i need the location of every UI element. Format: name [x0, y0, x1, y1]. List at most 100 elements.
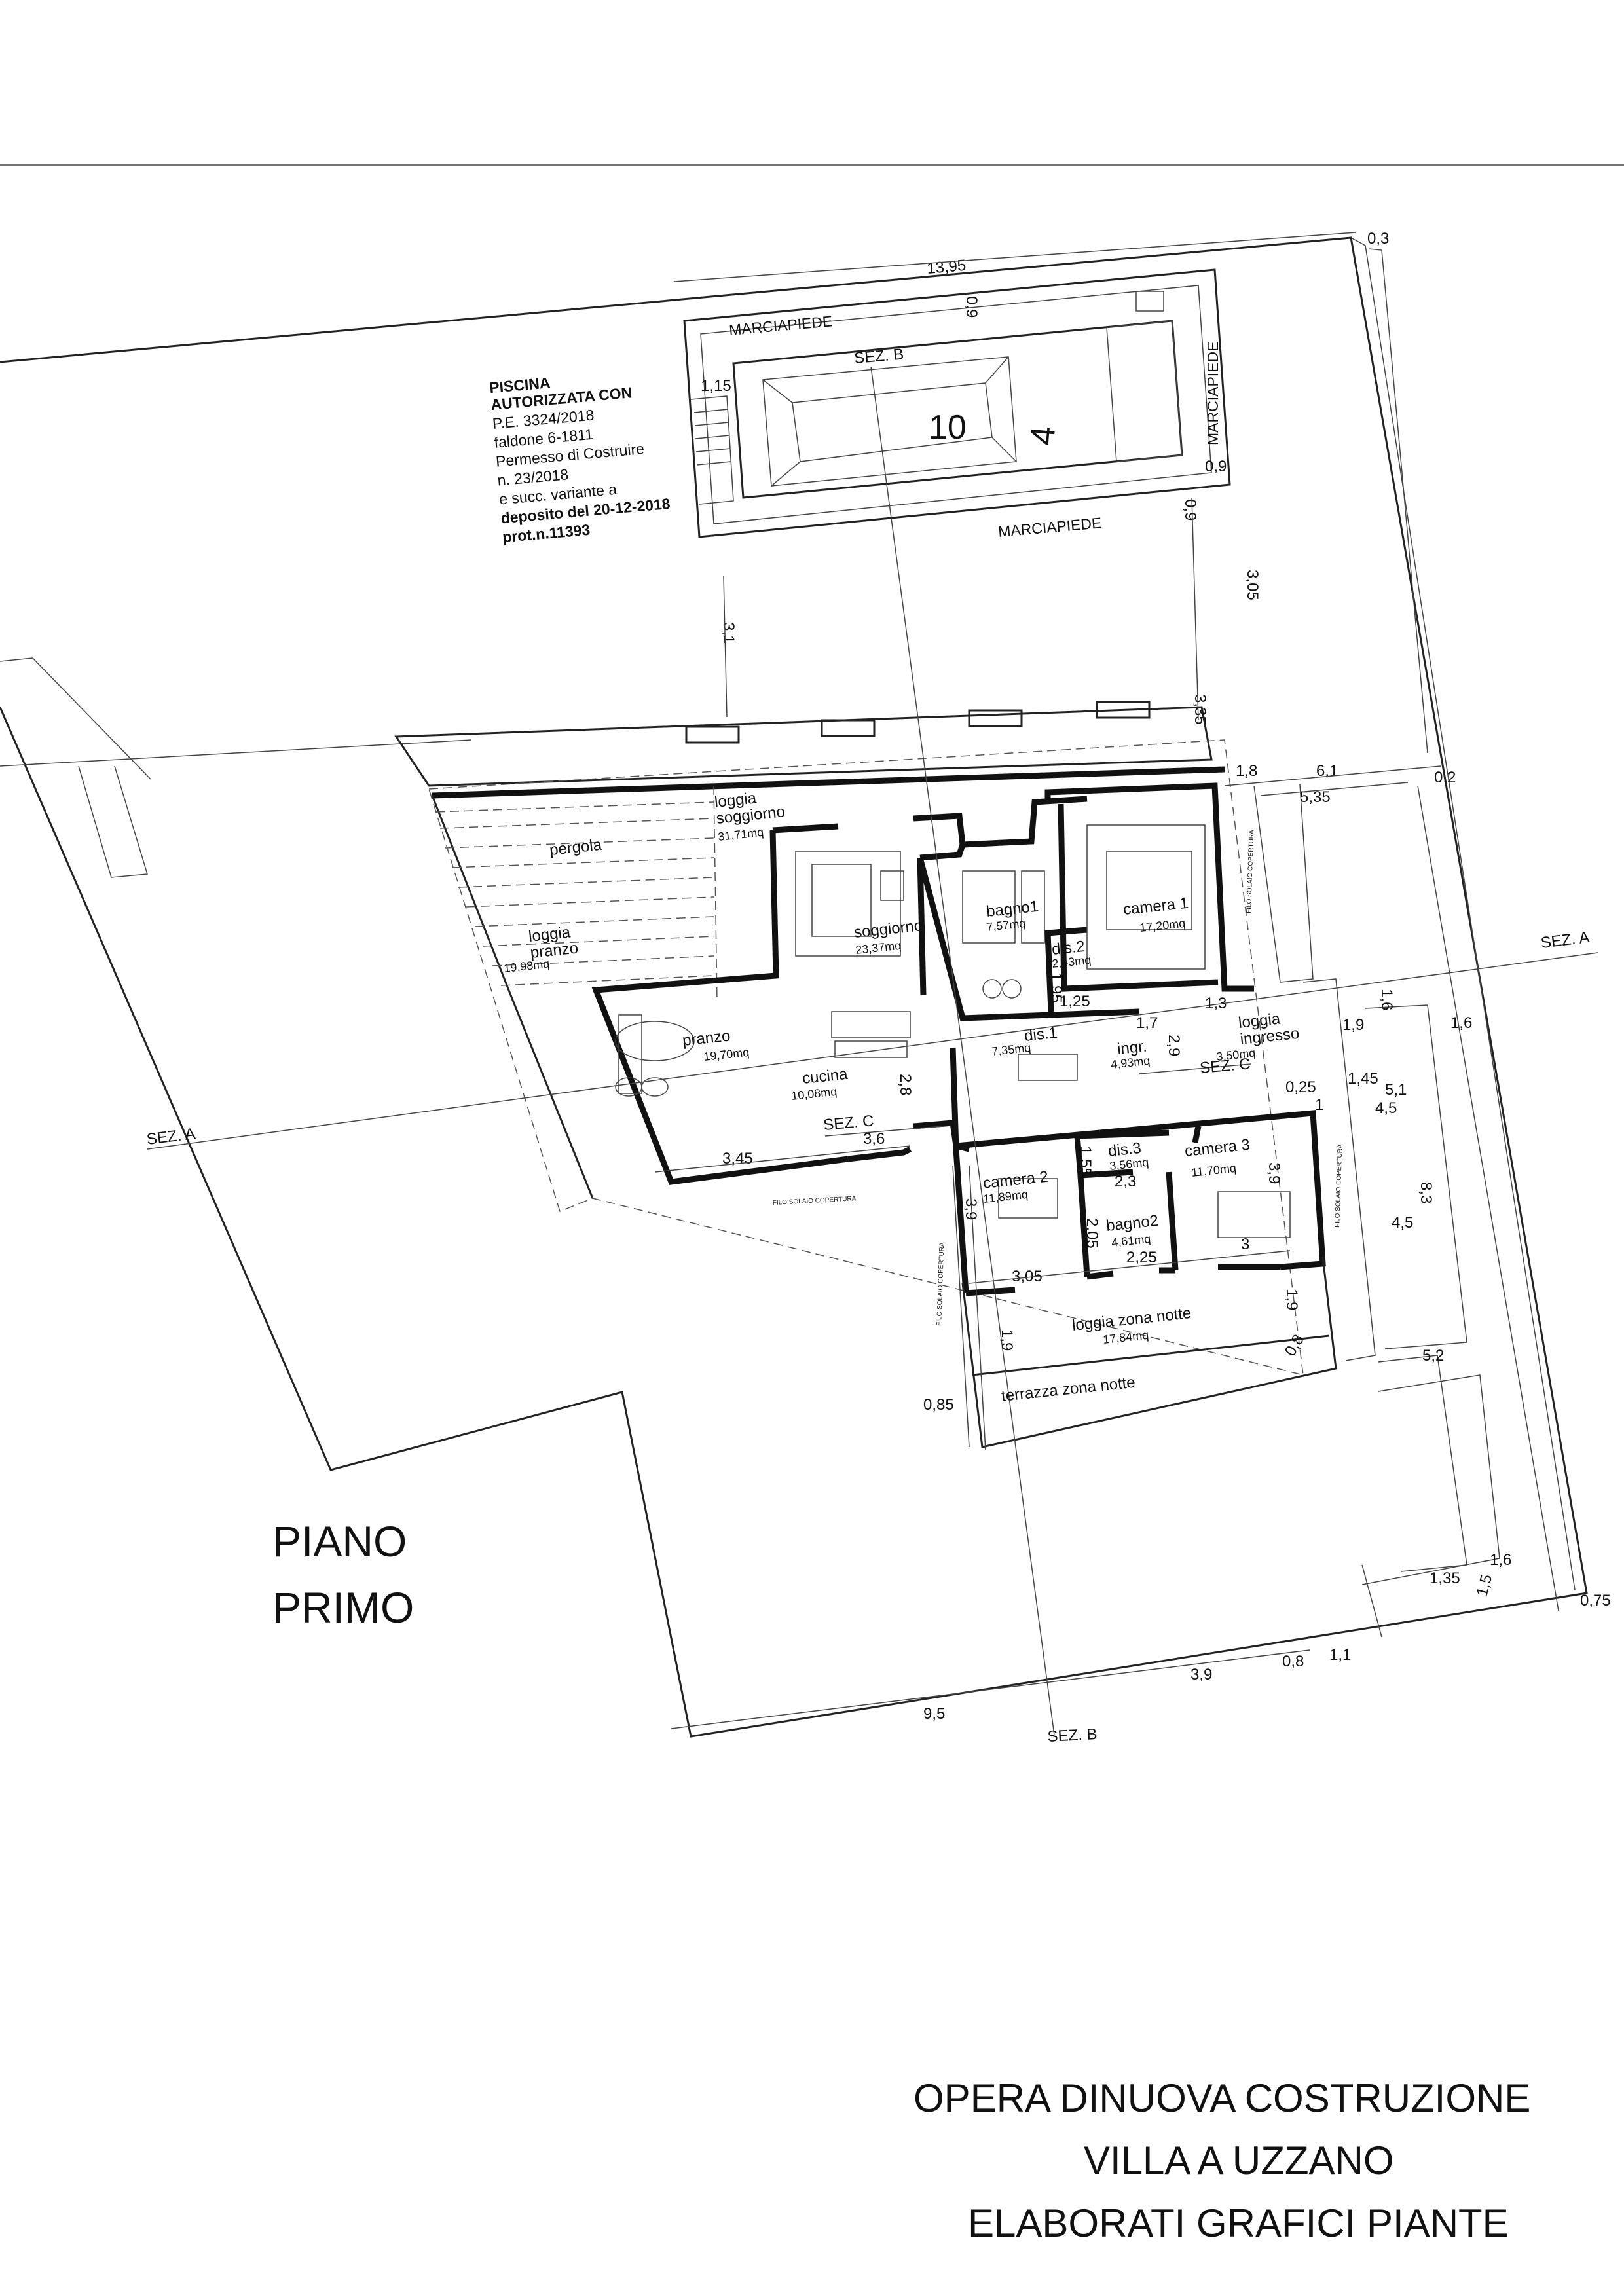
loggia-outline: [431, 766, 1225, 1199]
dimension-label: 1: [1315, 1096, 1323, 1114]
dimension-label: 3,9: [1190, 1666, 1212, 1683]
dimension-label: 1,9: [1342, 1016, 1364, 1034]
dimension-label: 0,85: [923, 1396, 954, 1414]
terrace-slab: [394, 701, 1304, 1376]
dimension-label: 13,95: [926, 257, 967, 278]
roof-edge-labels: FILO SOLAIO COPERTURA FILO SOLAIO COPERT…: [773, 830, 1344, 1326]
room-area: 31,71mq: [717, 826, 764, 843]
drawing-title-line: PIANO: [272, 1517, 407, 1566]
dimension-label: 1,3: [1205, 995, 1227, 1012]
section-b-bottom-label: SEZ. B: [1047, 1725, 1098, 1746]
dimension-label: 2,8: [896, 1074, 914, 1095]
drawing-title: PIANO PRIMO: [272, 1517, 414, 1632]
furniture: [615, 824, 1291, 1238]
dimension-label: 1,8: [1236, 762, 1257, 780]
room-area: 23,37mq: [855, 939, 902, 957]
room-name: ingr.: [1116, 1037, 1148, 1058]
dimension-label: 3,9: [962, 1198, 980, 1220]
room-area: 17,20mq: [1139, 917, 1186, 934]
dimension-lines: [654, 232, 1559, 1729]
room-name: pergola: [549, 836, 603, 859]
dimension-label: 3,05: [1244, 570, 1261, 600]
dimension-label: 9,5: [923, 1705, 945, 1723]
roof-edge-label: FILO SOLAIO COPERTURA: [1246, 830, 1255, 913]
dimension-label: 3,9: [1265, 1162, 1283, 1184]
dimension-label: 1,5: [1473, 1573, 1496, 1598]
dimension-label: 1,1: [1329, 1646, 1351, 1664]
room-area: 7,35mq: [991, 1041, 1031, 1058]
roof-edge-label: FILO SOLAIO COPERTURA: [1334, 1144, 1344, 1228]
room-area: 10,08mq: [790, 1085, 838, 1103]
room-name: bagno1: [986, 898, 1039, 921]
section-c-right-label: SEZ. C: [1199, 1055, 1251, 1077]
dimension-label: 2,25: [1126, 1249, 1157, 1266]
room-area: 19,98mq: [503, 957, 550, 975]
sidewalk-right-label: MARCIAPIEDE: [1204, 342, 1221, 445]
dimension-label: 3,1: [720, 622, 737, 644]
sidewalk-top-label: MARCIAPIEDE: [728, 312, 833, 339]
dimension-label: 0,9: [1181, 499, 1199, 521]
room-name: loggiapranzo: [528, 923, 579, 962]
title-block-line: OPERA DINUOVA COSTRUZIONE: [913, 2076, 1530, 2120]
room-name: loggiasoggiorno: [714, 786, 786, 828]
dimension-label: 1,95: [1047, 972, 1065, 1003]
room-name: dis.3: [1107, 1139, 1142, 1160]
title-block: OPERA DINUOVA COSTRUZIONE VILLA A UZZANO…: [913, 2076, 1530, 2245]
dimension-label: 1,15: [701, 377, 731, 395]
dimension-label: 1,55: [1077, 1146, 1094, 1177]
annex-outlines: [1253, 784, 1467, 1572]
room-name: bagno2: [1105, 1212, 1159, 1235]
dimension-label: 4,5: [1392, 1214, 1413, 1232]
section-lines: [147, 366, 1598, 1736]
dimension-label: 4,5: [1375, 1099, 1397, 1117]
dimension-label: 1,7: [1136, 1014, 1158, 1032]
dimension-label: 1,35: [1430, 1570, 1460, 1587]
title-block-line: VILLA A UZZANO: [1084, 2139, 1394, 2182]
dimension-label: 5,1: [1385, 1081, 1407, 1099]
dimension-label: 0,3: [1367, 230, 1389, 248]
room-name: loggiaingresso: [1238, 1008, 1301, 1048]
dimension-label: 3: [1241, 1236, 1249, 1253]
room-area: 17,84mq: [1102, 1329, 1149, 1346]
pool-length-label: 10: [929, 409, 967, 447]
drawing-title-line: PRIMO: [272, 1583, 414, 1632]
dimension-label: 2,3: [1115, 1173, 1136, 1190]
room-name: camera 1: [1122, 894, 1189, 919]
dimension-label: 1,9: [998, 1329, 1016, 1351]
dimension-label: 1,45: [1348, 1070, 1378, 1088]
sidewalk-bottom-label: MARCIAPIEDE: [997, 514, 1102, 540]
room-name: terrazza zona notte: [1001, 1374, 1136, 1405]
pool-steps: [690, 395, 734, 505]
room-name: pranzo: [682, 1027, 731, 1050]
room-name: dis.2: [1051, 938, 1086, 959]
dimension-label: 0,25: [1285, 1078, 1316, 1096]
dimension-label: 2,9: [1165, 1035, 1183, 1056]
dimension-label: 1,9: [1283, 1289, 1301, 1310]
roof-edge-label: FILO SOLAIO COPERTURA: [936, 1242, 946, 1326]
site-boundary: [0, 236, 1588, 1738]
dimension-label: 0,9: [963, 296, 980, 318]
room-area: 19,70mq: [703, 1046, 750, 1063]
dimension-label: 1,6: [1450, 1014, 1472, 1032]
dimension-label: 8,3: [1417, 1182, 1435, 1203]
room-area: 11,70mq: [1190, 1162, 1236, 1179]
room-name: cucina: [802, 1065, 849, 1088]
room-area: 4,93mq: [1110, 1054, 1151, 1071]
dimension-label: 0,75: [1580, 1592, 1611, 1609]
dimension-label: 5,2: [1422, 1347, 1444, 1365]
room-labels: loggiasoggiorno 31,71mq pergola loggiapr…: [503, 786, 1301, 1405]
section-b-top-label: SEZ. B: [853, 345, 904, 367]
room-name: dis.1: [1024, 1024, 1058, 1045]
section-c-left-label: SEZ. C: [822, 1112, 874, 1134]
room-area: 4,61mq: [1111, 1232, 1151, 1249]
building-walls: [591, 782, 1337, 1451]
room-name: soggiorno: [853, 917, 924, 942]
dimension-label: 3,35: [1191, 694, 1209, 725]
roof-edge-label: FILO SOLAIO COPERTURA: [773, 1195, 857, 1207]
dimension-labels: 13,95 0,3 1,15 0,9 0,9 0,9 3,05 3,1 3,35…: [701, 230, 1611, 1723]
pool-area: MARCIAPIEDE MARCIAPIEDE MARCIAPIEDE 10 4: [683, 268, 1231, 540]
dimension-label: 2,05: [1083, 1218, 1101, 1249]
dimension-label: 0,2: [1434, 769, 1456, 786]
